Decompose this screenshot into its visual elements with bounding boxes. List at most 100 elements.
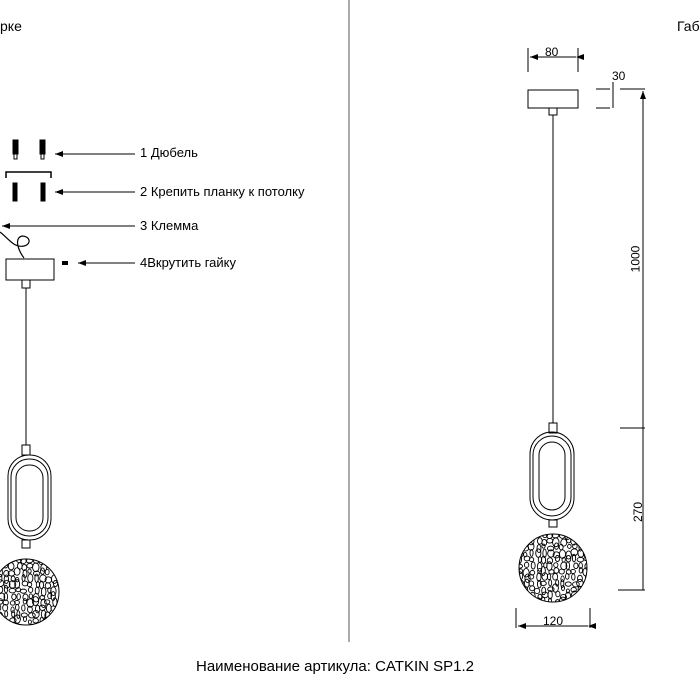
globe-pattern-cell — [4, 610, 9, 618]
globe-pattern-cell — [46, 559, 51, 565]
globe-pattern-cell — [32, 570, 41, 577]
globe-pattern-cell — [32, 562, 40, 573]
globe-pattern-cell — [584, 536, 587, 547]
globe-pattern-cell — [560, 593, 567, 600]
globe-pattern-cell — [51, 559, 57, 565]
globe-pattern-cell — [535, 548, 542, 558]
globe-pattern-cell — [52, 615, 59, 625]
globe-pattern-cell — [528, 596, 534, 602]
globe-pattern-cell — [0, 586, 4, 594]
globe-pattern-cell — [50, 586, 57, 597]
globe-pattern-cell — [578, 567, 583, 574]
globe-pattern-cell — [551, 583, 559, 593]
globe-pattern-cell — [537, 556, 542, 563]
installation-diagram — [0, 139, 135, 626]
globe-pattern-cell — [560, 575, 565, 583]
globe-pattern-cell — [581, 593, 587, 600]
globe-pattern-cell — [28, 593, 33, 599]
globe-pattern-cell — [539, 580, 547, 586]
globe-pattern-cell — [558, 568, 565, 575]
globe-pattern-cell — [8, 587, 17, 594]
globe-pattern-cell — [548, 579, 553, 587]
globe-pattern-cell — [583, 543, 587, 553]
globe-pattern-cell — [582, 598, 587, 602]
globe-pattern-cell — [25, 559, 34, 564]
globe-pattern-cell — [0, 611, 3, 617]
globe-pattern-cell — [47, 592, 53, 600]
globe-pattern-cell — [27, 573, 34, 583]
globe-pattern-cell — [577, 539, 582, 547]
globe-pattern-cell — [523, 555, 531, 562]
globe-pattern-cell — [541, 586, 547, 596]
globe-pattern-cell — [16, 593, 21, 601]
globe-pattern-cell — [540, 566, 546, 576]
globe-pattern-cell — [536, 579, 542, 589]
globe-pattern-cell — [578, 592, 585, 601]
globe-pattern-cell — [43, 616, 51, 625]
globe-pattern-cell — [523, 561, 530, 568]
mounting-bracket — [5, 171, 52, 178]
globe-pattern-cell — [0, 604, 2, 612]
globe-pattern-cell — [529, 557, 535, 563]
globe-pattern-cell — [585, 573, 587, 583]
globe-pattern-cell — [32, 617, 39, 624]
globe-pattern-cell — [28, 612, 36, 619]
globe-pattern-cell — [536, 544, 542, 554]
globe-pattern-cell — [26, 562, 34, 569]
globe-pattern-cell — [546, 545, 555, 552]
globe-pattern-cell — [27, 568, 32, 574]
canopy — [527, 89, 579, 109]
globe-pattern-cell — [553, 567, 560, 574]
globe-pattern-cell — [529, 548, 534, 557]
globe-pattern-cell — [40, 598, 47, 608]
globe-pattern-cell — [14, 579, 21, 590]
dimensions-title-fragment: Габ — [677, 18, 700, 34]
globe-pattern-cell — [572, 597, 578, 602]
globe-pattern-cell — [27, 582, 33, 588]
globe-pattern-cell — [0, 592, 6, 602]
globe-pattern-cell — [547, 597, 553, 602]
globe-pattern-cell — [584, 578, 587, 588]
globe-pattern-cell — [21, 580, 29, 587]
globe-pattern-cell — [576, 556, 585, 563]
globe-pattern-cell — [40, 587, 47, 597]
globe-pattern-cell — [577, 574, 583, 583]
globe-pattern-cell — [572, 581, 580, 588]
globe-pattern-cell — [43, 599, 51, 605]
globe-pattern-cell — [31, 596, 40, 606]
globe-pattern-cell — [564, 581, 572, 587]
globe-pattern-cell — [0, 618, 3, 625]
globe-pattern-cell — [7, 562, 15, 571]
globe-pattern-cell — [560, 579, 565, 589]
globe-pattern-cell — [536, 572, 542, 582]
globe-pattern-cell — [552, 537, 560, 548]
globe-pattern-cell — [19, 588, 28, 594]
globe-pattern-cell — [34, 586, 40, 595]
globe-pattern-cell — [524, 534, 529, 541]
globe-pattern-cell — [530, 561, 536, 570]
globe-pattern-cell — [46, 561, 52, 569]
dim-cord-length: 1000 — [628, 245, 643, 273]
globe-pattern-cell — [547, 586, 555, 592]
globe-pattern-cell — [571, 573, 576, 581]
globe-pattern-cell — [519, 563, 524, 569]
step-dowel: 1 Дюбель — [140, 145, 198, 160]
globe-pattern-cell — [529, 569, 536, 576]
globe-pattern-cell — [519, 598, 524, 602]
globe-pattern-cell — [573, 562, 579, 570]
dim-canopy-width: 80 — [545, 45, 559, 59]
globe-pattern-cell — [524, 573, 531, 583]
globe-pattern-cell — [21, 563, 28, 572]
globe-pattern-cell — [32, 609, 40, 619]
globe-pattern-cell — [13, 614, 21, 624]
globe-pattern-cell — [22, 593, 29, 601]
globe-pattern-cell — [3, 584, 9, 594]
globe-pattern-cell — [571, 553, 577, 563]
globe-pattern-cell — [546, 557, 554, 565]
globe-pattern-cell — [519, 534, 523, 539]
terminal-wire — [0, 231, 30, 259]
globe-pattern-cell — [15, 604, 20, 611]
globe-pattern-cell — [560, 538, 568, 547]
globe-pattern-cell — [519, 544, 524, 553]
globe-pattern-cell — [529, 585, 536, 592]
